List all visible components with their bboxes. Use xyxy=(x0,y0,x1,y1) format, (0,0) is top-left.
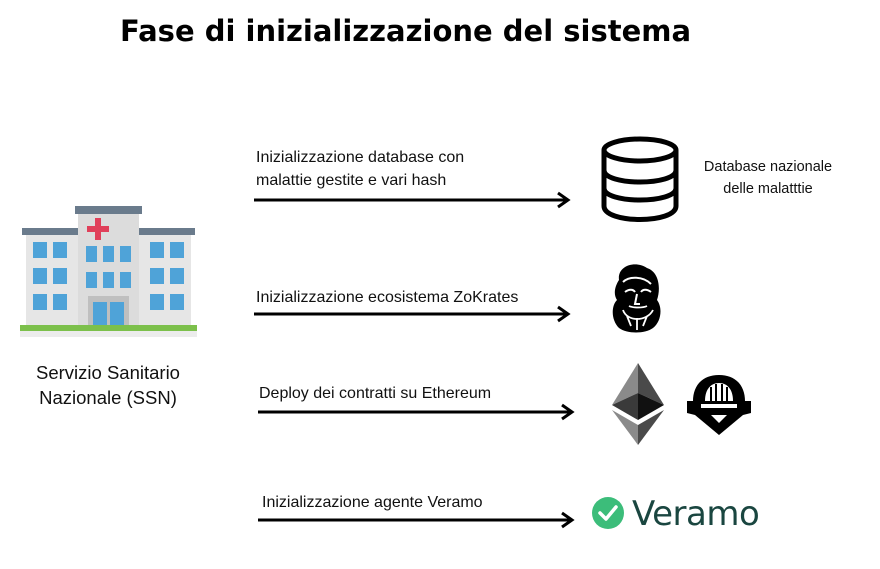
database-icon xyxy=(601,136,679,222)
step-4-label: Inizializzazione agente Veramo xyxy=(262,494,483,511)
veramo-check-icon xyxy=(592,497,624,529)
database-label-line1: Database nazionale xyxy=(703,159,833,175)
zokrates-logo-icon xyxy=(612,264,661,333)
step-3-arrow xyxy=(258,403,575,421)
step-1-label-line1: Inizializzazione database con xyxy=(256,149,465,166)
step-2-label: Inizializzazione ecosistema ZoKrates xyxy=(256,289,519,306)
actor-label-line2: Nazionale (SSN) xyxy=(39,387,177,408)
database-label: Database nazionale delle malatttie xyxy=(688,156,848,200)
actor-label-line1: Servizio Sanitario xyxy=(36,362,180,383)
step-1-label-line2: malattie gestite e vari hash xyxy=(256,172,447,189)
actor-label: Servizio Sanitario Nazionale (SSN) xyxy=(18,360,198,410)
database-label-line2: delle malatttie xyxy=(723,181,813,197)
page-title: Fase di inizializzazione del sistema xyxy=(120,14,692,48)
veramo-wordmark: Veramo xyxy=(632,494,760,534)
ethereum-logo-icon xyxy=(612,363,664,445)
step-1-arrow xyxy=(254,191,571,209)
step-1-label: Inizializzazione database con malattie g… xyxy=(256,146,464,192)
hospital-icon xyxy=(20,206,197,337)
hardhat-helmet-icon xyxy=(687,375,751,435)
step-3-label: Deploy dei contratti su Ethereum xyxy=(259,385,492,402)
step-2-arrow xyxy=(254,305,571,323)
step-4-arrow xyxy=(258,511,575,529)
